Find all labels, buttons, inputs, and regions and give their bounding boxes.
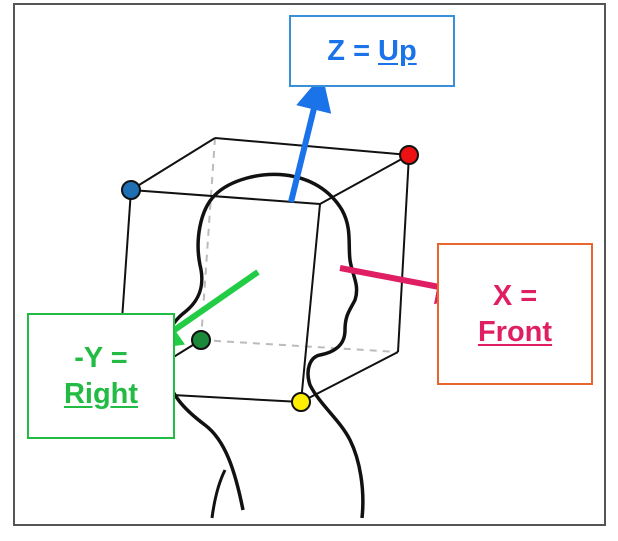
- shoulder-line: [210, 469, 227, 519]
- y-axis-label-box: -Y = Right: [27, 313, 175, 439]
- z-axis-word: Up: [378, 34, 417, 67]
- marker-top-left: [121, 180, 141, 200]
- x-axis-word: Front: [477, 316, 553, 348]
- z-axis-arrow: [288, 74, 332, 203]
- marker-bottom-front: [291, 392, 311, 412]
- y-axis-arrow: [145, 269, 260, 351]
- cube-hidden-edges: [200, 137, 399, 353]
- x-axis-arrow: [339, 265, 473, 305]
- y-axis-prefix: -Y =: [74, 341, 128, 374]
- marker-bottom-left: [191, 330, 211, 350]
- x-axis-prefix: X =: [492, 279, 538, 312]
- z-axis-prefix: Z =: [327, 34, 371, 67]
- marker-top-right: [399, 145, 419, 165]
- y-axis-word: Right: [63, 378, 139, 410]
- z-axis-label-box: Z = Up: [289, 15, 455, 87]
- x-axis-label-box: X = Front: [437, 243, 593, 385]
